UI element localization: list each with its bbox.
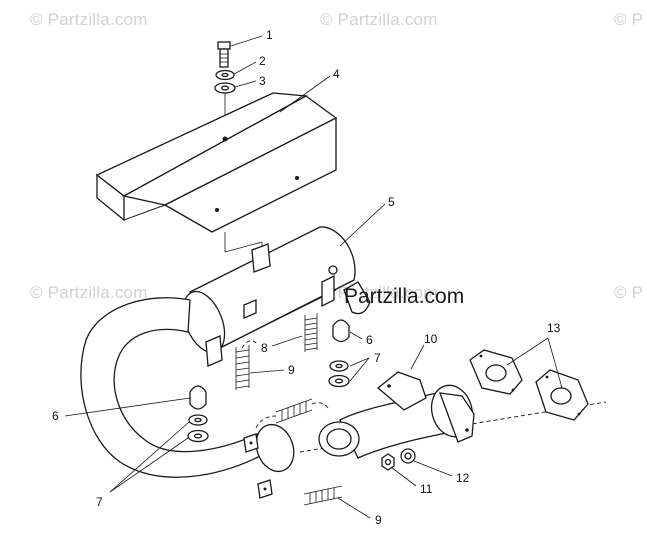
part-13-gasket-lower: [535, 369, 589, 421]
callout-8: 8: [261, 341, 268, 355]
part-10-manifold-pipe: [318, 371, 475, 459]
leader-lines: [64, 35, 563, 519]
part-9-spring-middle: [275, 398, 313, 424]
callout-12: 12: [456, 471, 470, 485]
part-8-spring: [304, 313, 318, 352]
part-9-spring-bottom: [303, 485, 343, 506]
part-3-washer: [214, 82, 236, 94]
callout-11: 11: [420, 482, 433, 496]
callout-10: 10: [424, 332, 438, 346]
callout-7-left: 7: [96, 495, 103, 509]
part-12-bushing: [400, 448, 416, 464]
part-9-spring-upper: [235, 345, 250, 390]
part-2-lock-washer: [215, 69, 235, 81]
part-7-washers-right: [328, 360, 350, 388]
callout-6-left: 6: [52, 409, 59, 423]
part-4-heat-shield: [95, 92, 338, 233]
part-7-washers-left: [187, 414, 209, 443]
watermark-top-center: © Partzilla.com: [320, 10, 438, 29]
watermark-top-left: © Partzilla.com: [30, 10, 148, 29]
part-6-grommet-right: [332, 319, 350, 343]
part-6-grommet-left: [189, 385, 207, 410]
part-5-muffler: [182, 226, 371, 367]
watermark-mid-left: © Partzilla.com: [30, 283, 148, 302]
callout-7-right: 7: [374, 351, 381, 365]
partzilla-brand-label: Partzilla.com: [344, 285, 465, 308]
callout-13: 13: [547, 321, 561, 335]
callout-1: 1: [266, 28, 273, 42]
exhaust-pipe-curved: [80, 297, 295, 499]
part-1-bolt: [217, 41, 231, 68]
watermark-top-right: © P: [614, 10, 644, 29]
callout-9-upper: 9: [288, 363, 295, 377]
part-13-gasket-upper: [469, 349, 523, 395]
part-11-nut: [381, 453, 395, 471]
callout-4: 4: [333, 67, 340, 81]
watermark-mid-right: © P: [614, 283, 644, 302]
callout-6-right: 6: [366, 333, 373, 347]
callout-9-bottom: 9: [375, 513, 382, 527]
callout-5: 5: [388, 195, 395, 209]
callout-3: 3: [259, 74, 266, 88]
callout-2: 2: [259, 54, 266, 68]
